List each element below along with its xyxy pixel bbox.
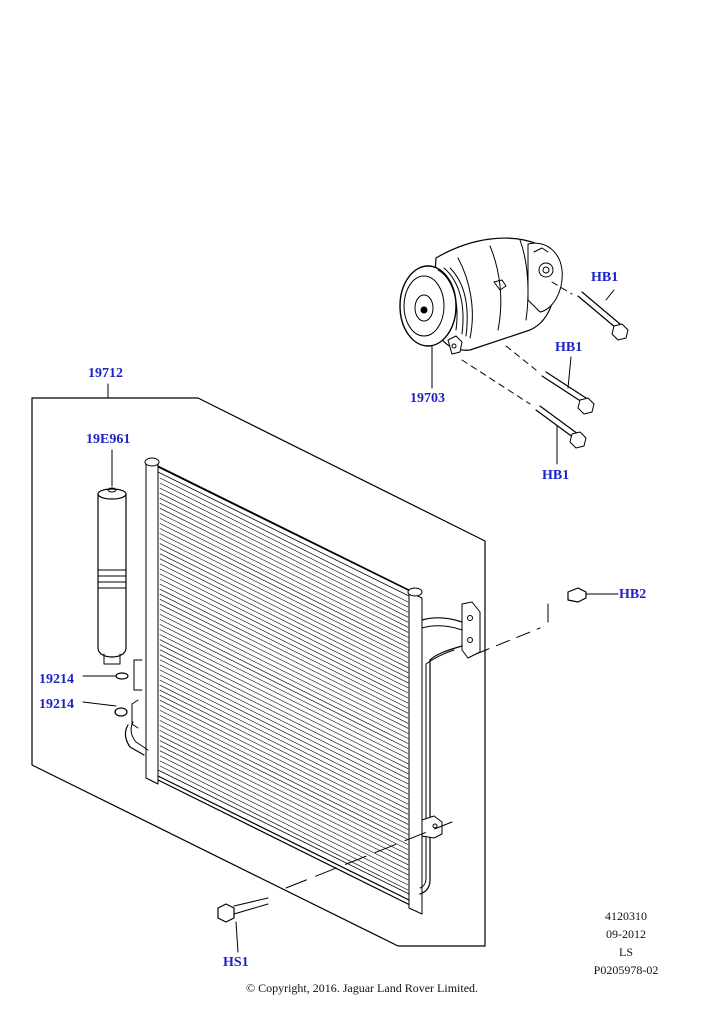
condenser-core xyxy=(124,457,423,915)
callout-hb1-bolt-top[interactable]: HB1 xyxy=(591,270,619,285)
copyright-notice: © Copyright, 2016. Jaguar Land Rover Lim… xyxy=(245,981,479,995)
illustration-number: 4120310 xyxy=(605,909,647,923)
part-reference: P0205978-02 xyxy=(593,963,659,977)
callout-hb1-bolt-middle[interactable]: HB1 xyxy=(555,340,583,355)
callout-19e961-receiver-drier[interactable]: 19E961 xyxy=(86,432,131,447)
callout-19214-o-ring-lower[interactable]: 19214 xyxy=(39,697,74,712)
callout-19214-o-ring-upper[interactable]: 19214 xyxy=(39,672,74,687)
illustration-date: 09-2012 xyxy=(606,927,646,941)
condenser-assembly-outline xyxy=(31,383,486,947)
illustration-code: LS xyxy=(618,945,633,959)
o-rings xyxy=(82,672,129,717)
callout-hb2-bolt[interactable]: HB2 xyxy=(619,587,647,602)
compressor-bolts xyxy=(461,281,629,465)
compressor xyxy=(399,237,563,389)
callout-19703-compressor[interactable]: 19703 xyxy=(410,391,445,406)
callout-hs1-bolt[interactable]: HS1 xyxy=(223,955,249,970)
condenser-pipework xyxy=(419,601,481,895)
receiver-drier xyxy=(97,449,127,665)
condenser-bolt-hb2 xyxy=(475,587,619,655)
callout-hb1-bolt-bottom[interactable]: HB1 xyxy=(542,468,570,483)
condenser-bolt-hs1 xyxy=(217,821,453,953)
callout-19712-condenser-assembly[interactable]: 19712 xyxy=(88,366,123,381)
